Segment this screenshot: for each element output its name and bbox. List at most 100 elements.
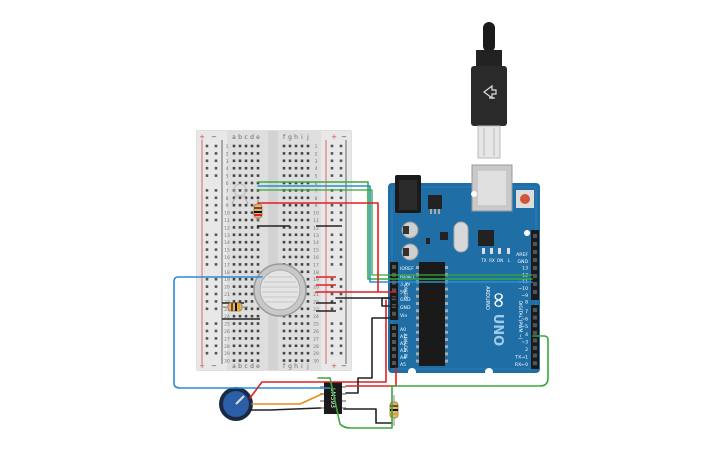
digital-pin-label: 2 <box>525 347 528 353</box>
column-label: e <box>256 134 260 141</box>
row-label: 19 <box>313 277 319 283</box>
potentiometer-icon[interactable] <box>219 387 253 421</box>
row-label: 27 <box>224 336 230 342</box>
wire-green[interactable] <box>257 189 533 276</box>
power-pin-label: 5V <box>400 289 407 295</box>
rail-plus-label: + <box>331 362 337 370</box>
rail-minus-label: − <box>211 362 217 370</box>
power-pin-label: GND <box>400 305 411 311</box>
wire-orange[interactable] <box>251 393 323 405</box>
led-label: TX <box>480 258 486 263</box>
row-label: 20 <box>224 285 230 291</box>
row-label: 3 <box>226 159 229 165</box>
row-label: 21 <box>313 292 319 298</box>
wire-blue[interactable] <box>173 276 331 389</box>
rail-minus-label: − <box>341 362 347 370</box>
digital-pin-label: RX←0 <box>515 362 528 368</box>
wire-green[interactable] <box>317 335 549 429</box>
wire-red[interactable] <box>257 202 379 293</box>
row-label: 15 <box>313 248 319 254</box>
wire-red[interactable] <box>249 299 387 399</box>
gas-sensor-icon[interactable] <box>253 263 307 317</box>
row-label: 16 <box>224 255 230 261</box>
resistor-icon[interactable] <box>253 200 263 222</box>
wire-black[interactable] <box>345 317 399 394</box>
row-label: 5 <box>315 174 318 180</box>
arduino-model: UNO <box>490 314 505 347</box>
column-label: a <box>232 134 236 141</box>
column-label: b <box>238 134 242 141</box>
row-label: 20 <box>313 285 319 291</box>
mounting-hole <box>524 230 530 236</box>
digital-header-top <box>531 230 539 300</box>
digital-pin-label: 8 <box>525 300 528 306</box>
row-label: 18 <box>224 270 230 276</box>
row-label: 25 <box>313 322 319 328</box>
resistor-icon[interactable] <box>222 302 248 312</box>
column-label: c <box>244 363 247 370</box>
rail-minus-label: − <box>211 133 217 141</box>
rail-plus-label: + <box>199 133 205 141</box>
power-pin-label: Vin <box>400 313 407 319</box>
digital-header-bottom <box>531 305 539 369</box>
digital-pin-label: GND <box>517 259 528 265</box>
status-leds: TX RX ON L <box>480 248 511 263</box>
led-label: ON <box>497 258 503 263</box>
digital-header-label: DIGITAL (PWM ~) <box>517 301 523 340</box>
row-label: 6 <box>315 181 318 187</box>
led-icon[interactable] <box>231 183 249 205</box>
row-label: 17 <box>224 262 230 268</box>
row-label: 8 <box>226 196 229 202</box>
analog-pin-label: A1 <box>400 334 406 340</box>
arduino-logo: ∞ <box>486 291 511 309</box>
row-label: 2 <box>315 151 318 157</box>
arduino-brand: ARDUINO <box>484 286 490 310</box>
row-label: 24 <box>313 314 319 320</box>
column-label: d <box>250 134 254 141</box>
row-label: 28 <box>313 344 319 350</box>
row-label: 17 <box>313 262 319 268</box>
usb-cable-icon <box>471 22 507 159</box>
wire-blue[interactable] <box>257 185 533 283</box>
row-label: 18 <box>313 270 319 276</box>
row-label: 10 <box>313 211 319 217</box>
wire-black[interactable] <box>343 408 393 424</box>
ic-label: LM393 <box>329 388 336 408</box>
wire-black[interactable] <box>249 407 321 411</box>
voltage-regulator <box>428 195 442 209</box>
row-label: 16 <box>313 255 319 261</box>
analog-header-label: ANALOG IN <box>402 333 408 358</box>
row-label: 28 <box>224 344 230 350</box>
row-label: 2 <box>226 151 229 157</box>
row-label: 9 <box>226 203 229 209</box>
row-label: 23 <box>224 307 230 313</box>
wire-black[interactable] <box>381 297 399 307</box>
crystal <box>453 221 469 253</box>
digital-pin-label: 13 <box>522 266 528 272</box>
column-label: h <box>294 363 298 370</box>
row-label: 13 <box>313 233 319 239</box>
digital-pin-label: ~9 <box>521 293 528 299</box>
power-pin-label: 3.3V <box>400 282 411 288</box>
column-label: j <box>306 363 309 370</box>
row-label: 27 <box>313 336 319 342</box>
usb-chip <box>478 230 494 246</box>
row-label: 12 <box>224 225 230 231</box>
row-label: 26 <box>224 329 230 335</box>
row-label: 4 <box>315 166 318 172</box>
lm393-chip[interactable]: LM393 <box>320 382 346 414</box>
column-label: f <box>283 363 286 370</box>
digital-pin-label: ~5 <box>521 324 528 330</box>
led-label: L <box>508 258 511 263</box>
row-label: 9 <box>315 203 318 209</box>
led-label: RX <box>489 258 495 263</box>
arduino-board[interactable]: TX RX ON L ∞ ARDUINO UNO IOREFRESET3.3V5… <box>388 164 540 376</box>
digital-pin-label: ~3 <box>521 339 528 345</box>
row-label: 24 <box>224 314 230 320</box>
row-label: 11 <box>313 218 319 224</box>
wire-green[interactable] <box>257 181 533 280</box>
column-label: j <box>306 134 309 141</box>
